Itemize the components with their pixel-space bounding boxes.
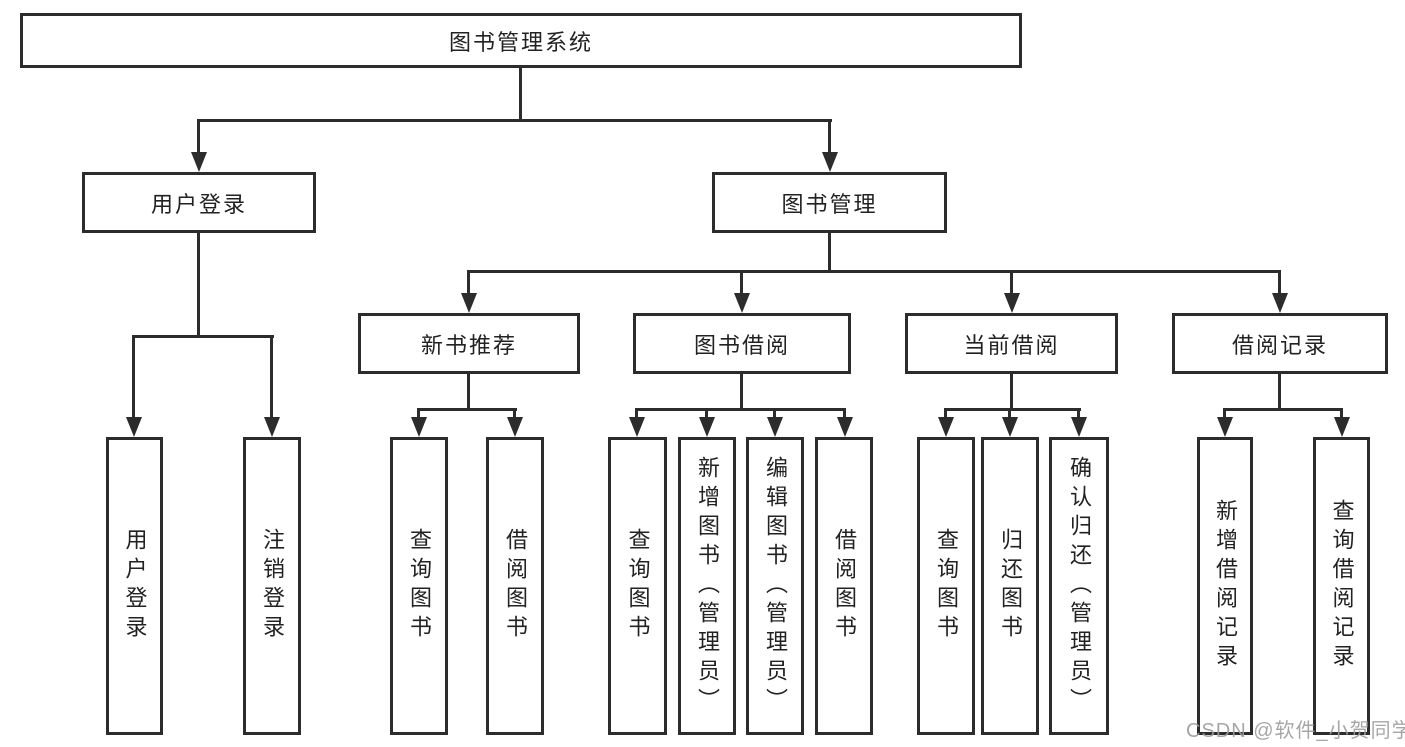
arrowhead [837,417,853,437]
connector-drop [773,408,776,420]
connector-new-book-stem [467,374,470,408]
arrowhead [699,417,715,437]
connector-drop-current-borrow [1010,270,1013,298]
connector-drop-new-book [467,270,470,298]
node-user-login: 用户登录 [82,172,316,233]
connector-drop-book-management [828,119,831,157]
arrowhead-borrow-records [1272,293,1288,313]
connector-borrow-records-stem [1278,374,1281,408]
connector-current-borrow-stem [1010,374,1013,408]
arrowhead [1002,417,1018,437]
arrowhead [767,417,783,437]
node-new-book-recommend: 新书推荐 [358,313,580,374]
node-library-management-system: 图书管理系统 [20,13,1022,68]
node-current-borrow: 当前借阅 [905,313,1118,374]
connector-drop [417,408,420,420]
arrowhead [507,417,523,437]
node-leaf-logout: 注销登录 [243,437,301,735]
connector-drop-leaf-login [132,335,135,421]
arrowhead-new-book [461,293,477,313]
node-leaf-borrow-book: 借阅图书 [815,437,873,735]
arrowhead [1217,417,1233,437]
arrowhead-current-borrow [1004,293,1020,313]
connector-root-stem [519,68,522,119]
connector-level2-rail [467,270,1281,273]
connector-new-book-rail [417,408,517,411]
node-leaf-query-book-recommend: 查询图书 [390,437,448,735]
node-leaf-query-book-borrow: 查询图书 [608,437,667,735]
node-leaf-edit-book-admin: 编辑图书（管理员） [746,437,804,735]
connector-drop-borrow-records [1278,270,1281,298]
node-leaf-return-book: 归还图书 [981,437,1039,735]
connector-drop-user-login [197,119,200,157]
arrowhead-book-borrow [734,293,750,313]
connector-drop [944,408,947,420]
connector-drop [635,408,638,420]
connector-book-borrow-rail [635,408,846,411]
connector-book-management-stem [828,233,831,270]
connector-drop [1340,408,1343,420]
connector-user-login-stem [197,233,200,335]
arrowhead [938,417,954,437]
connector-drop [1077,408,1080,420]
node-leaf-borrow-book-recommend: 借阅图书 [486,437,544,735]
connector-level1-rail [198,119,832,122]
connector-drop [705,408,708,420]
node-leaf-add-book-admin: 新增图书（管理员） [678,437,736,735]
node-book-borrow: 图书借阅 [633,313,851,374]
arrowhead-leaf-login [126,417,142,437]
node-leaf-user-login: 用户登录 [106,437,163,735]
arrowhead [411,417,427,437]
connector-drop [843,408,846,420]
arrowhead-book-management [822,152,838,172]
connector-drop [513,408,516,420]
arrowhead-user-login [191,152,207,172]
arrowhead-leaf-logout [264,417,280,437]
node-leaf-add-borrow-record: 新增借阅记录 [1197,437,1253,735]
watermark-csdn: CSDN @软件_小贺同学 [1186,720,1405,742]
node-leaf-query-book-current: 查询图书 [917,437,975,735]
node-borrow-records: 借阅记录 [1172,313,1388,374]
connector-drop-leaf-logout [270,335,273,421]
arrowhead [1071,417,1087,437]
connector-user-login-rail [133,335,274,338]
connector-current-borrow-rail [944,408,1081,411]
arrowhead [1334,417,1350,437]
node-leaf-query-borrow-record: 查询借阅记录 [1313,437,1370,735]
node-book-management: 图书管理 [712,172,947,233]
arrowhead [629,417,645,437]
connector-borrow-records-rail [1223,408,1343,411]
connector-drop [1008,408,1011,420]
connector-drop-book-borrow [740,270,743,298]
node-leaf-confirm-return-admin: 确认归还（管理员） [1049,437,1109,735]
connector-book-borrow-stem [740,374,743,408]
connector-drop [1223,408,1226,420]
